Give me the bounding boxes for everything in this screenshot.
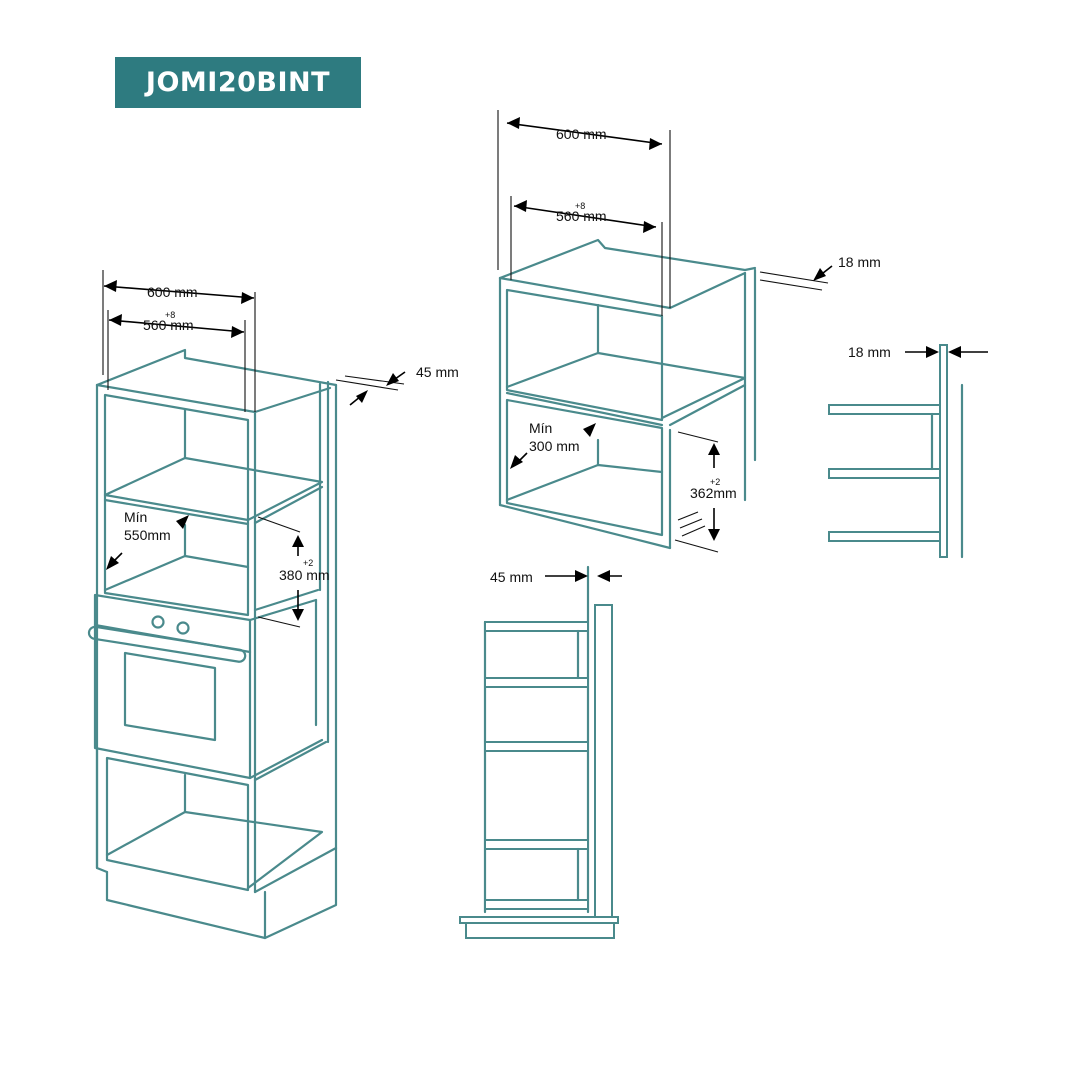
wall-height-tol: +2 [710,477,720,487]
wall-width-inner-tol: +8 [575,201,585,211]
tall-width-inner-tol: +8 [165,310,175,320]
side-detail-18-label: 18 mm [848,344,891,360]
model-title-banner: JOMI20BINT [115,57,361,108]
model-title: JOMI20BINT [145,67,331,98]
wall-width-outer-label: 600 mm [556,126,607,142]
side-detail-18mm-drawing [828,344,988,559]
wall-min-depth-label: 300 mm [529,438,580,454]
side-detail-45mm-drawing [459,565,622,939]
wall-cabinet-drawing [497,110,833,553]
tall-height-label: 380 mm [279,567,330,583]
tall-cabinet-drawing [87,270,406,940]
tall-width-inner-label: 560 mm [143,317,194,333]
tall-height-tol: +2 [303,558,313,568]
side-detail-45-label: 45 mm [490,569,533,585]
tall-panel-offset-label: 45 mm [416,364,459,380]
tall-width-outer-label: 600 mm [147,284,198,300]
wall-width-inner-label: 560 mm [556,208,607,224]
tall-min-label: Mín [124,509,147,525]
tall-min-depth-label: 550mm [124,527,171,543]
wall-panel-thickness-label: 18 mm [838,254,881,270]
wall-min-label: Mín [529,420,552,436]
wall-height-label: 362mm [690,485,737,501]
